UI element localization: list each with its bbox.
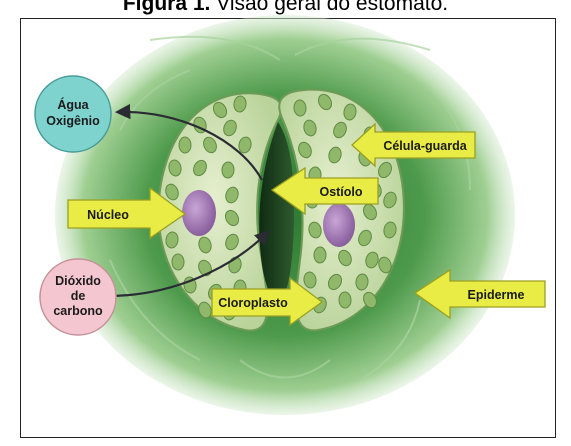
carbon-label: carbono — [53, 304, 103, 318]
nucleus-label: Núcleo — [87, 208, 129, 222]
guard-cell-label: Célula-guarda — [383, 139, 467, 153]
chloroplast — [179, 137, 192, 153]
carbon-dioxide-bubble: Dióxido de carbono — [40, 259, 116, 335]
ostiole-label: Ostíolo — [319, 185, 362, 199]
of-label: de — [71, 289, 86, 303]
chloroplast — [314, 247, 326, 263]
chloroplast — [172, 254, 184, 270]
water-label: Água — [57, 97, 89, 112]
water-oxygen-bubble: Água Oxigênio — [35, 76, 111, 152]
right-nucleus — [323, 203, 355, 247]
oxygen-label: Oxigênio — [46, 114, 100, 128]
chloroplast — [222, 162, 235, 179]
epidermis-label: Epiderme — [468, 288, 525, 302]
chloroplast — [339, 292, 352, 309]
dioxide-label: Dióxido — [55, 274, 101, 288]
chloroplast-label: Cloroplasto — [218, 296, 288, 310]
left-nucleus — [182, 190, 216, 236]
